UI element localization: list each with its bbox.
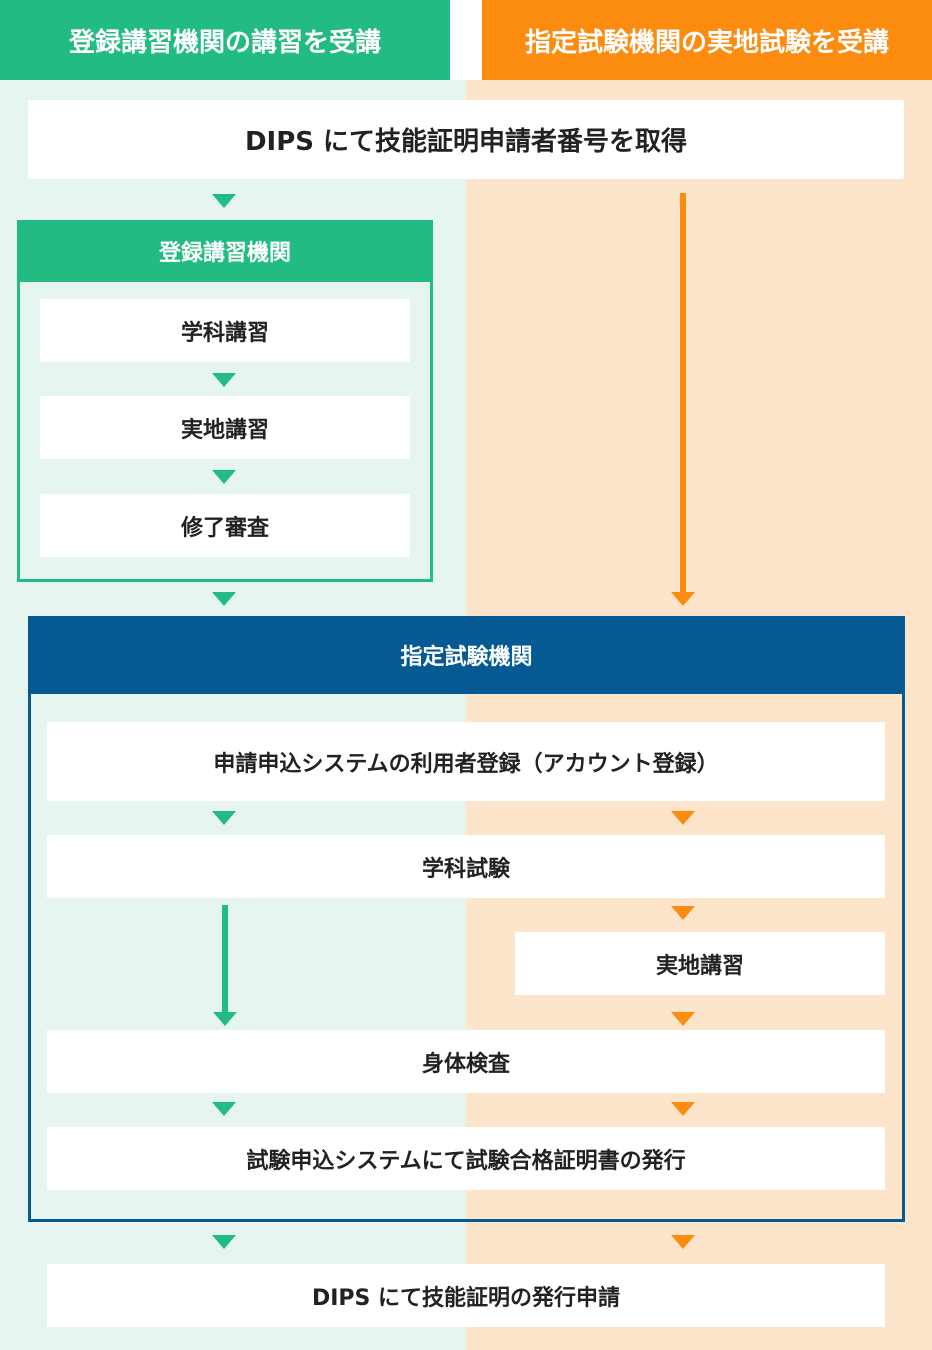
arrow-down-icon [212, 470, 236, 484]
tab-registered-course: 登録講習機関の講習を受講 [0, 0, 450, 80]
step-written-exam: 学科試験 [47, 835, 885, 898]
arrow-down-icon [212, 373, 236, 387]
arrow-down-icon [212, 194, 236, 208]
step-certificate-issue: 試験申込システムにて試験合格証明書の発行 [47, 1127, 885, 1190]
step-completion-review: 修了審査 [40, 494, 410, 557]
designated-institution-title: 指定試験機関 [28, 616, 905, 694]
step-dips-issue: DIPS にて技能証明の発行申請 [47, 1264, 885, 1327]
arrow-down-icon [212, 592, 236, 606]
arrow-down-icon [671, 1235, 695, 1249]
arrow-down-icon [671, 811, 695, 825]
step-physical-exam: 身体検査 [47, 1030, 885, 1093]
step-user-registration: 申請申込システムの利用者登録（アカウント登録） [47, 722, 885, 801]
step-practical-lecture: 実地講習 [40, 396, 410, 459]
arrow-down-icon [212, 1102, 236, 1116]
arrow-down-icon [212, 811, 236, 825]
tab-designated-exam: 指定試験機関の実地試験を受講 [482, 0, 932, 80]
arrow-down-icon [671, 1012, 695, 1026]
registered-institution-title: 登録講習機関 [17, 220, 433, 282]
arrow-down-icon [212, 1235, 236, 1249]
step-dips-number: DIPS にて技能証明申請者番号を取得 [28, 100, 904, 179]
flow-line-green [222, 905, 228, 1013]
flow-line-orange [680, 193, 686, 593]
tab-gap [450, 0, 482, 80]
step-practical-training: 実地講習 [515, 932, 885, 995]
arrow-down-icon [213, 1012, 237, 1026]
arrow-down-icon [671, 592, 695, 606]
arrow-down-icon [671, 906, 695, 920]
arrow-down-icon [671, 1102, 695, 1116]
step-academic-lecture: 学科講習 [40, 299, 410, 362]
